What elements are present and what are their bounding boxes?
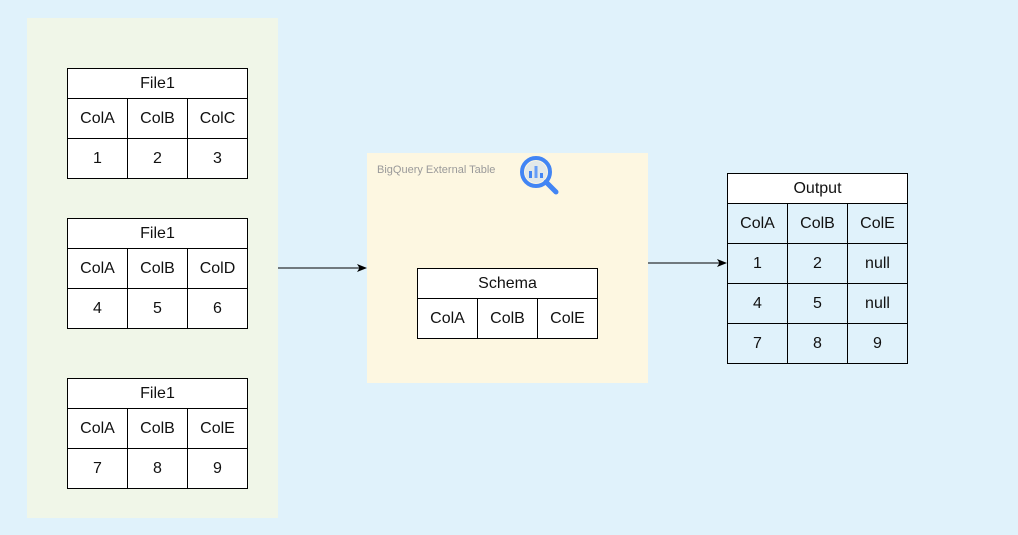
table-cell: 1 [727,243,788,284]
schema-column: ColE [537,298,598,339]
bigquery-external-table-label: BigQuery External Table [377,164,496,176]
schema-title: Schema [417,268,598,299]
column-header: ColB [127,98,188,139]
bigquery-icon [520,156,559,195]
file-table-3: File1 ColA ColB ColE 7 8 9 [67,378,248,489]
column-header: ColE [187,408,248,449]
table-cell: 2 [787,243,848,284]
column-header: ColB [787,203,848,244]
output-table: Output ColA ColB ColE 1 2 null 4 5 null … [727,173,908,364]
table-cell: 4 [727,283,788,324]
column-header: ColB [127,248,188,289]
table-cell: 6 [187,288,248,329]
table-cell: 9 [847,323,908,364]
column-header: ColD [187,248,248,289]
table-cell: 3 [187,138,248,179]
schema-table: Schema ColA ColB ColE [417,268,598,339]
file-title: File1 [67,378,248,409]
file-table-2: File1 ColA ColB ColD 4 5 6 [67,218,248,329]
table-cell: 5 [127,288,188,329]
output-title: Output [727,173,908,204]
table-cell: 4 [67,288,128,329]
column-header: ColA [67,98,128,139]
table-cell: 8 [787,323,848,364]
file-title: File1 [67,218,248,249]
table-cell: null [847,243,908,284]
table-cell: 7 [727,323,788,364]
table-cell: 7 [67,448,128,489]
schema-column: ColA [417,298,478,339]
column-header: ColB [127,408,188,449]
table-cell: null [847,283,908,324]
file-table-1: File1 ColA ColB ColC 1 2 3 [67,68,248,179]
column-header: ColA [67,248,128,289]
column-header: ColC [187,98,248,139]
schema-column: ColB [477,298,538,339]
table-cell: 9 [187,448,248,489]
